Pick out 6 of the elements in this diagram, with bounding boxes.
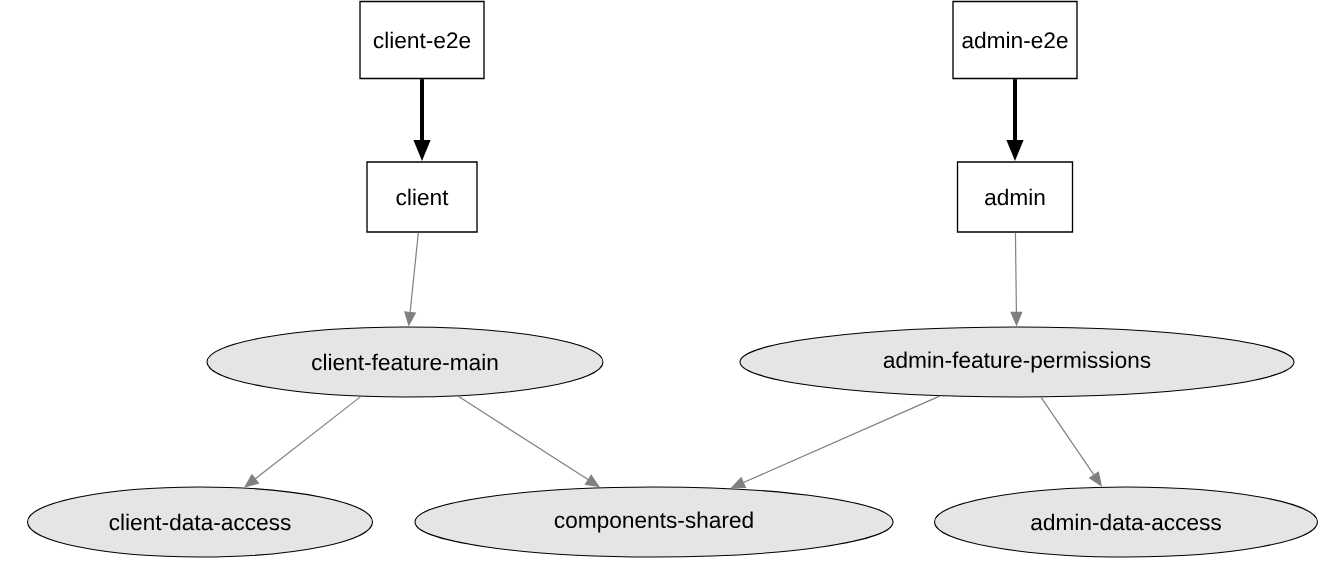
arrow [1040, 396, 1102, 487]
process-box: admin [956, 161, 1074, 233]
arrow [244, 396, 362, 488]
process-box: client [366, 161, 478, 233]
process-box: admin-e2e [952, 0, 1078, 80]
process-box: client-e2e [359, 0, 485, 80]
